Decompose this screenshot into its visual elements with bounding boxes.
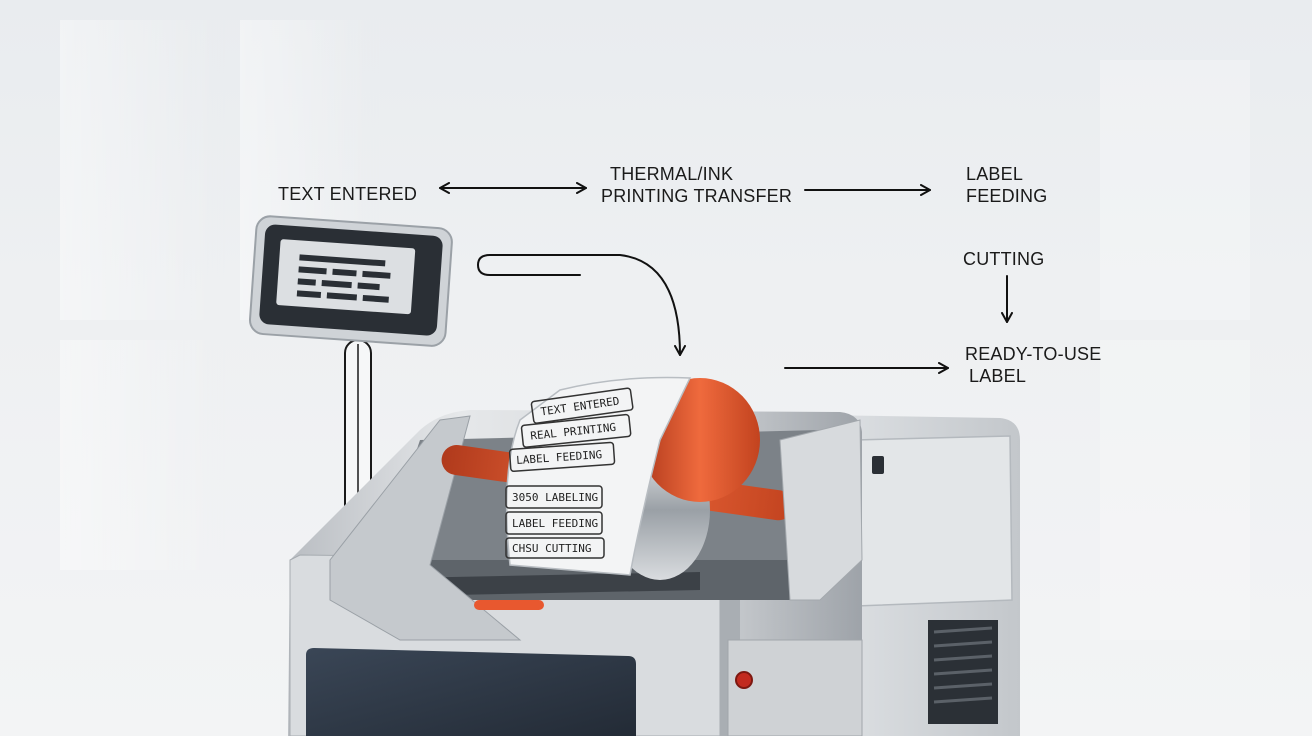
roll-label-3: LABEL FEEDING — [516, 448, 603, 467]
step-printing-line2: PRINTING TRANSFER — [601, 186, 793, 206]
step-feeding-line2: FEEDING — [966, 186, 1048, 206]
roll-label-6: CHSU CUTTING — [512, 542, 591, 555]
step-ready-to-use: READY-TO-USE LABEL — [965, 343, 1101, 387]
step-label-feeding: LABEL FEEDING — [966, 163, 1047, 207]
step-text-entered-label: TEXT ENTERED — [278, 184, 418, 204]
roll-label-texts — [505, 387, 634, 559]
keypad-device — [248, 215, 453, 521]
printer-window — [306, 648, 636, 736]
step-cutting-label: CUTTING — [963, 249, 1045, 269]
label-strip — [505, 376, 692, 576]
step-printing-line1: THERMAL/INK — [610, 164, 734, 184]
orange-slot — [474, 600, 544, 610]
text-lines-icon — [296, 254, 391, 303]
step-text-entered: TEXT ENTERED — [278, 183, 417, 205]
roll-label-4: 3050 LABELING — [512, 491, 598, 504]
step-printing-transfer: THERMAL/INK PRINTING TRANSFER — [601, 163, 792, 207]
step-feeding-line1: LABEL — [966, 164, 1024, 184]
step-ready-line1: READY-TO-USE — [965, 344, 1102, 364]
label-printer: TEXT ENTERED REAL PRINTING LABEL FEEDING… — [288, 376, 1020, 736]
wall-light — [60, 20, 1250, 640]
power-indicator — [735, 671, 753, 689]
arrow-curve-to-roll — [476, 254, 686, 356]
vent-grille — [928, 620, 998, 724]
roll-label-5: LABEL FEEDING — [512, 517, 598, 530]
flow-arrows — [439, 182, 1013, 374]
step-ready-line2: LABEL — [969, 366, 1027, 386]
step-cutting: CUTTING — [963, 248, 1044, 270]
